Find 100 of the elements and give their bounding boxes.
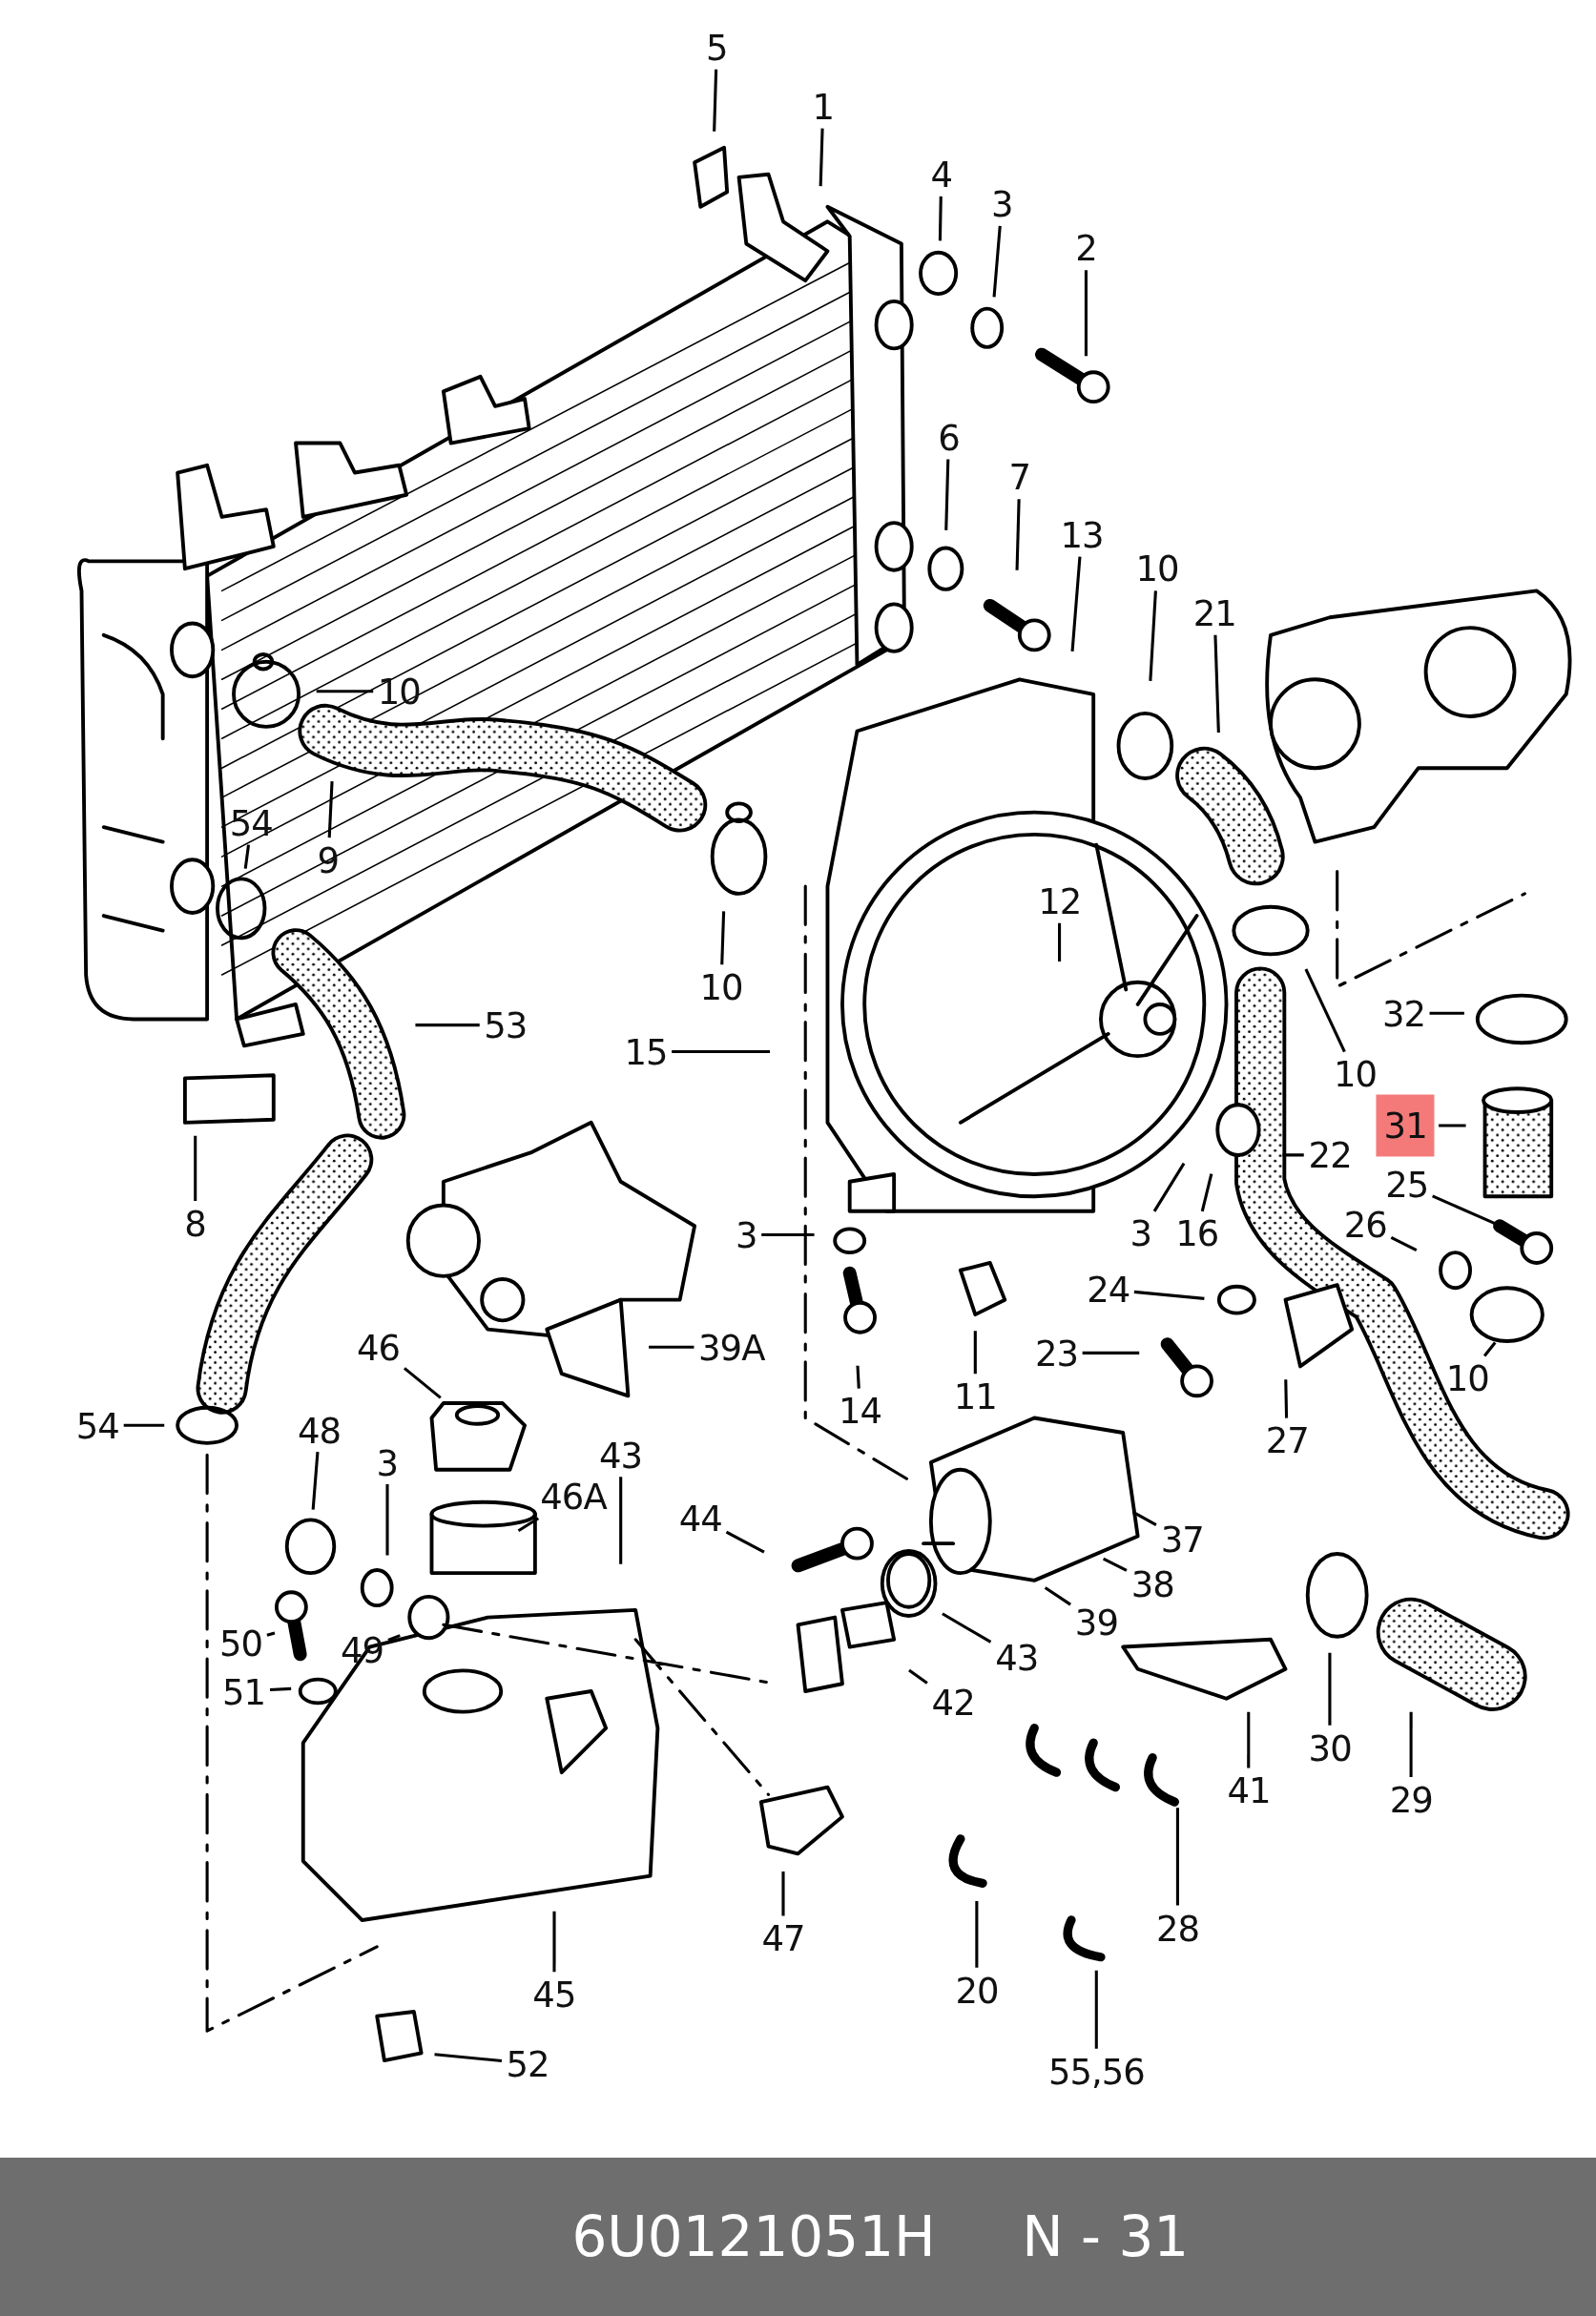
callout-number: 30 (1308, 1730, 1352, 1767)
callout-number: 6 (938, 420, 960, 455)
callout-number: 3 (1130, 1215, 1152, 1251)
callout-number: 23 (1035, 1335, 1079, 1372)
callout-number: 48 (298, 1413, 342, 1448)
callout-number: 20 (955, 1973, 999, 2009)
leader-line (1102, 1557, 1128, 1572)
leader-line (713, 69, 718, 132)
leader-line (1131, 1510, 1157, 1526)
leader-line (761, 1232, 815, 1237)
callout-number: 43 (995, 1640, 1039, 1676)
leader-line (1015, 499, 1021, 570)
leader-line (944, 459, 950, 530)
leader-line (1070, 556, 1082, 652)
callout-number: 10 (699, 969, 743, 1005)
callout-number: 47 (761, 1920, 805, 1956)
callout-number: 1 (812, 89, 835, 125)
callout-number: 26 (1343, 1207, 1387, 1243)
leader-line (552, 1911, 556, 1973)
callout-number: 5 (706, 30, 728, 66)
leader-line (1094, 1970, 1098, 2049)
leader-line (269, 1686, 292, 1692)
callout-number: 46 (357, 1330, 401, 1366)
callout-number: 52 (506, 2046, 549, 2082)
leader-line (725, 1530, 765, 1554)
leader-line (434, 2053, 503, 2063)
callout-number: 10 (377, 673, 421, 710)
callout-number: 3 (736, 1217, 757, 1253)
leader-line (649, 1345, 694, 1349)
leader-line (1409, 1711, 1413, 1777)
callout-number: 12 (1038, 883, 1082, 920)
leader-line (1439, 1124, 1466, 1127)
callout-number: 39 (1074, 1604, 1118, 1641)
callout-number: 7 (1008, 459, 1031, 495)
callout-number: 45 (532, 1976, 576, 2013)
callout-number: 24 (1087, 1272, 1130, 1308)
callout-number: 28 (1156, 1911, 1200, 1947)
leader-line (1133, 1290, 1205, 1300)
callout-number: 31 (1376, 1094, 1435, 1157)
leader-line (720, 911, 726, 965)
leader-line (311, 1451, 320, 1510)
callout-number: 16 (1175, 1215, 1219, 1251)
callout-number: 29 (1389, 1782, 1433, 1818)
leader-line (1390, 1235, 1418, 1251)
leader-line (1058, 922, 1062, 962)
leader-line (1328, 1652, 1332, 1726)
leader-line (1200, 1173, 1213, 1212)
callout-number: 8 (184, 1206, 206, 1242)
leader-line (1432, 1194, 1496, 1226)
callout-number: 51 (222, 1674, 266, 1710)
callout-number: 13 (1060, 517, 1104, 553)
leader-line (123, 1423, 165, 1427)
leader-line (1082, 1351, 1140, 1354)
callout-number: 3 (991, 186, 1013, 222)
leader-line (387, 1634, 401, 1642)
leader-line (1429, 1011, 1464, 1015)
leader-line (1152, 1162, 1186, 1212)
callout-number: 11 (953, 1378, 997, 1415)
leader-line (938, 196, 943, 241)
leader-line (316, 690, 374, 693)
leader-line (1284, 1379, 1289, 1418)
callout-number: 53 (484, 1007, 528, 1044)
leader-line (1247, 1711, 1251, 1768)
leader-line (819, 128, 824, 187)
leader-line (243, 844, 251, 869)
callout-number: 50 (218, 1625, 263, 1662)
callout-number: 3 (376, 1445, 399, 1481)
leader-line (619, 1477, 623, 1564)
leader-line (908, 1668, 928, 1685)
callout-number: 54 (75, 1408, 119, 1444)
leader-line (1482, 1341, 1497, 1357)
leader-line (1304, 968, 1346, 1053)
leader-line (973, 1331, 977, 1375)
leader-line (1213, 634, 1220, 734)
leader-line (781, 1871, 785, 1916)
reference-number: N - 31 (1022, 2209, 1190, 2265)
callout-number: 37 (1160, 1521, 1204, 1558)
leader-line (1149, 590, 1157, 681)
callout-number: 4 (930, 156, 952, 193)
callout-number: 43 (599, 1437, 643, 1474)
leader-line (1282, 1153, 1304, 1157)
callout-number: 38 (1130, 1566, 1174, 1603)
callout-number: 10 (1333, 1056, 1378, 1092)
callout-number: 21 (1192, 595, 1236, 631)
leader-line (403, 1367, 442, 1399)
callout-number: 27 (1265, 1422, 1309, 1458)
callout-number: 44 (678, 1500, 722, 1537)
callout-number: 41 (1227, 1772, 1271, 1809)
part-number: 6U0121051H (571, 2209, 936, 2265)
leader-line (517, 1517, 540, 1533)
callout-number: 2 (1075, 230, 1097, 266)
callout-number: 25 (1385, 1167, 1429, 1203)
leader-line (194, 1135, 197, 1201)
leader-line (415, 1024, 480, 1027)
leader-line (856, 1365, 860, 1389)
leader-line (266, 1631, 276, 1637)
leader-line (327, 781, 334, 838)
callout-number: 46A (540, 1479, 607, 1515)
leader-line (672, 1049, 771, 1054)
callout-number: 42 (931, 1685, 975, 1721)
